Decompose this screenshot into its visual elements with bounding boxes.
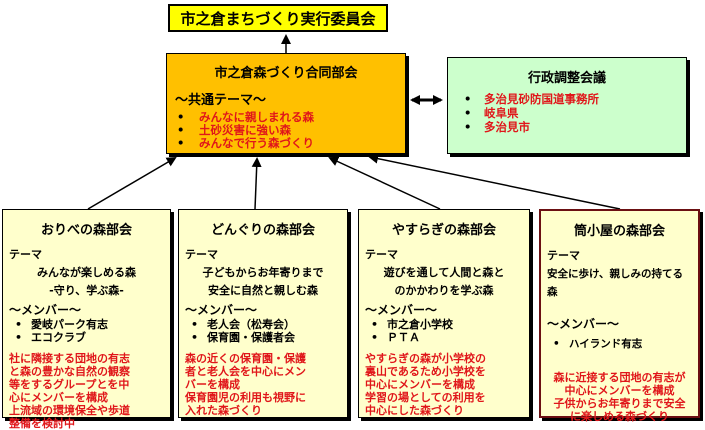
theme-text: 子どもからお年寄りまで 安全に自然と親しむ森 [185,264,341,300]
member-item: 保育園・保護者会 [185,331,341,344]
members-label: ～メンバー～ [365,303,438,317]
admin-member-item: 岐阜県 [458,106,676,120]
description-line: 森の近くの保育園・保護 [185,352,306,365]
member-item: エコクラブ [9,331,164,344]
description-line: 学習の場としての利用を [365,391,486,404]
description-line: 心にメンバーを構成 [9,391,108,404]
member-list: 愛岐パーク有志 エコクラブ [9,318,164,344]
admin-coordination-box: 行政調整会議 多治見砂防国道事務所 岐阜県 多治見市 [447,57,687,154]
description-line: 上流域の環境保全や歩道 [9,404,130,417]
description-line: 者と老人会を中心にメン [185,365,306,378]
committee-yasuragi-box: やすらぎの森部会 テーマ 遊びを通して人間と森と のかかわりを学ぶ森 ～メンバー… [358,209,530,418]
committee-description: やすらぎの森が小学校の 裏山であるため小学校を 中心にメンバーを構成 学習の場と… [365,352,523,417]
member-item: 愛岐パーク有志 [9,318,164,331]
committee-description: 森に近接する団地の有志が 中心にメンバーを構成 子供からお年寄りまで安全 に楽し… [547,371,692,423]
theme-text: みんなが楽しめる森 -守り、学ぶ森- [9,264,164,300]
common-theme-list: みんなに親しまれる森 土砂災害に強い森 みんなで行う森づくり [175,111,397,151]
member-item: 市之倉小学校 [365,318,523,331]
theme-text: 遊びを通して人間と森と のかかわりを学ぶ森 [365,264,523,300]
arrow-tsutsugoya-to-joint [368,153,621,210]
member-list: 老人会（松寿会） 保育園・保護者会 [185,318,341,344]
common-theme-label: ～共通テーマ～ [175,93,267,108]
member-item: 老人会（松寿会） [185,318,341,331]
description-line: 整備を検討中 [9,417,75,430]
description-line: 森に近接する団地の有志が [553,371,686,384]
committee-title: どんぐりの森部会 [210,223,315,238]
theme-line: 子どもからお年寄りまで [202,266,324,279]
joint-committee-box: 市之倉森づくり合同部会 ～共通テーマ～ みんなに親しまれる森 土砂災害に強い森 … [166,53,406,154]
arrow-yasuragi-to-joint [328,156,441,210]
common-theme-item: みんなに親しまれる森 [175,111,397,125]
arrow-oribe-to-joint [87,156,177,210]
executive-committee-title: 市之倉まちづくり実行委員会 [180,9,376,28]
admin-member-list: 多治見砂防国道事務所 岐阜県 多治見市 [458,92,676,134]
committee-description: 社に隣接する団地の有志 と森の豊かな自然の観察 等をするグループとを中 心にメン… [9,352,164,430]
committee-title: やすらぎの森部会 [391,223,496,238]
description-line: 中心にメンバーを構成 [365,378,475,391]
description-line: 子供からお年寄りまで安全 [553,397,686,410]
theme-line: 安全に歩け、親しみの持てる森 [547,268,683,298]
common-theme-item: 土砂災害に強い森 [175,124,397,138]
description-line: バーを構成 [185,378,240,391]
member-list: ハイランド有志 [547,338,692,351]
admin-coordination-title: 行政調整会議 [527,71,606,86]
theme-line: 安全に自然と親しむ森 [208,284,318,297]
executive-committee-box: 市之倉まちづくり実行委員会 [168,4,388,32]
arrow-donguri-to-joint [251,157,262,210]
theme-label: テーマ [365,248,398,261]
committee-title: 筒小屋の森部会 [573,224,665,239]
description-line: 保育園児の利用も視野に [185,391,306,404]
theme-label: テーマ [9,248,42,261]
common-theme-item: みんなで行う森づくり [175,137,397,151]
members-label: ～メンバー～ [547,317,620,331]
description-line: 裏山であるため小学校を [365,365,486,378]
description-line: やすらぎの森が小学校の [365,352,486,365]
description-line: と森の豊かな自然の観察 [9,365,130,378]
description-line: 社に隣接する団地の有志 [9,352,130,365]
theme-label: テーマ [185,248,218,261]
theme-text: 安全に歩け、親しみの持てる森 [547,265,692,301]
members-label: ～メンバー～ [185,303,258,317]
committee-description: 森の近くの保育園・保護 者と老人会を中心にメン バーを構成 保育園児の利用も視野… [185,352,341,417]
theme-line: -守り、学ぶ森- [49,284,124,297]
member-item: ハイランド有志 [547,338,692,351]
member-list: 市之倉小学校 ＰＴＡ [365,318,523,344]
description-line: 中心にした森づくり [365,404,464,417]
theme-label: テーマ [547,249,580,262]
member-item: ＰＴＡ [365,331,523,344]
committee-title: おりべの森部会 [40,223,132,238]
theme-line: のかかわりを学ぶ森 [394,284,494,297]
admin-member-item: 多治見市 [458,120,676,134]
committee-tsutsugoya-box: 筒小屋の森部会 テーマ 安全に歩け、親しみの持てる森 ～メンバー～ ハイランド有… [539,209,700,423]
theme-line: 遊びを通して人間と森と [383,266,505,279]
members-label: ～メンバー～ [9,303,82,317]
description-line: に楽しめる森づくり [570,410,669,423]
description-line: 等をするグループとを中 [9,378,130,391]
admin-member-item: 多治見砂防国道事務所 [458,92,676,106]
description-line: 入れた森づくり [185,404,262,417]
committee-oribe-box: おりべの森部会 テーマ みんなが楽しめる森 -守り、学ぶ森- ～メンバー～ 愛岐… [2,209,171,430]
theme-line: みんなが楽しめる森 [37,266,136,279]
joint-committee-title: 市之倉森づくり合同部会 [214,66,358,81]
description-line: 中心にメンバーを構成 [564,384,675,397]
committee-donguri-box: どんぐりの森部会 テーマ 子どもからお年寄りまで 安全に自然と親しむ森 ～メンバ… [178,209,348,418]
